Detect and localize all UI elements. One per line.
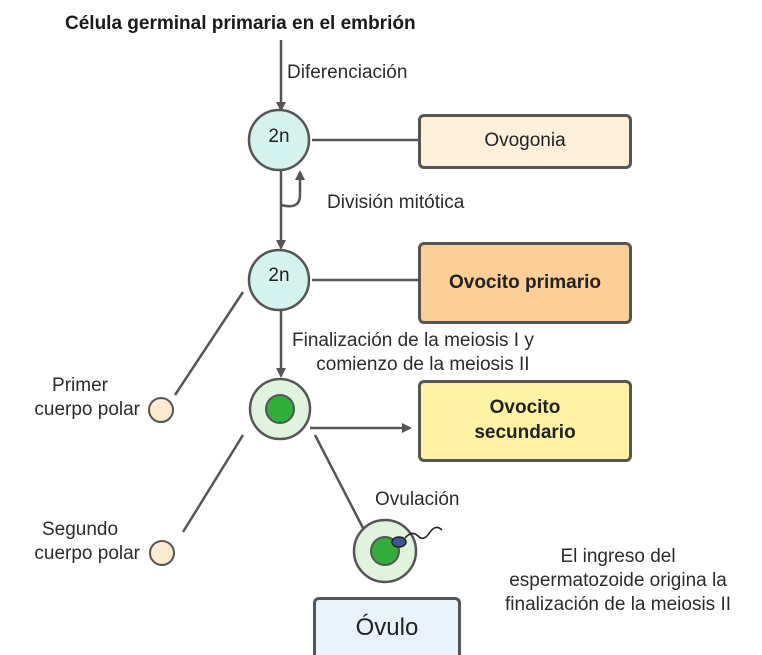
label-fert-line3: finalización de la meiosis II: [505, 593, 731, 615]
label-second-polar-line1: Segundo: [41, 519, 119, 540]
label-fert-line1: El ingreso del: [560, 546, 676, 567]
label-first-polar-body: Primer cuerpo polar: [10, 374, 140, 422]
polar-body-first: [148, 397, 174, 423]
label-first-polar-line1: Primer: [52, 375, 108, 396]
label-fert-line2: espermatozoide origina la: [509, 569, 727, 591]
label-meiosis-line2: comienzo de la meiosis II: [316, 353, 530, 375]
polar-body-second: [149, 540, 175, 566]
cell-2n-second-label: 2n: [268, 265, 290, 286]
label-mitotic-division: División mitótica: [327, 192, 465, 213]
box-primary-oocyte: Ovocito primario: [418, 242, 632, 324]
line-first-polar-body: [173, 291, 245, 396]
label-meiosis-line1: Finalización de la meiosis I y: [292, 330, 534, 351]
box-secondary-oocyte-line2: secundario: [474, 422, 576, 443]
line-second-polar-body: [181, 434, 245, 533]
label-second-polar-body: Segundo cuerpo polar: [10, 518, 140, 566]
box-ovogonia: Ovogonia: [418, 114, 632, 169]
label-fertilization: El ingreso del espermatozoide origina la…: [478, 545, 758, 616]
line-ovulation: [313, 434, 366, 531]
diagram-title: Célula germinal primaria en el embrión: [65, 13, 416, 34]
box-secondary-oocyte: Ovocito secundario: [418, 380, 632, 462]
box-secondary-oocyte-line1: Ovocito: [489, 397, 561, 419]
cell-2n-first-label: 2n: [268, 126, 290, 147]
nucleus-secondary-oocyte: [265, 394, 295, 424]
arrow-mitotic-loop: [280, 170, 305, 208]
box-ovum: Óvulo: [313, 597, 461, 655]
cell-2n-second: [247, 248, 311, 312]
label-meiosis: Finalización de la meiosis I y comienzo …: [292, 329, 534, 377]
cell-2n-first: [247, 108, 311, 172]
label-ovulation: Ovulación: [375, 489, 460, 510]
label-first-polar-line2: cuerpo polar: [34, 398, 140, 420]
label-differentiation: Diferenciación: [287, 62, 408, 83]
label-second-polar-line2: cuerpo polar: [34, 542, 140, 564]
sperm-icon: [391, 526, 443, 548]
